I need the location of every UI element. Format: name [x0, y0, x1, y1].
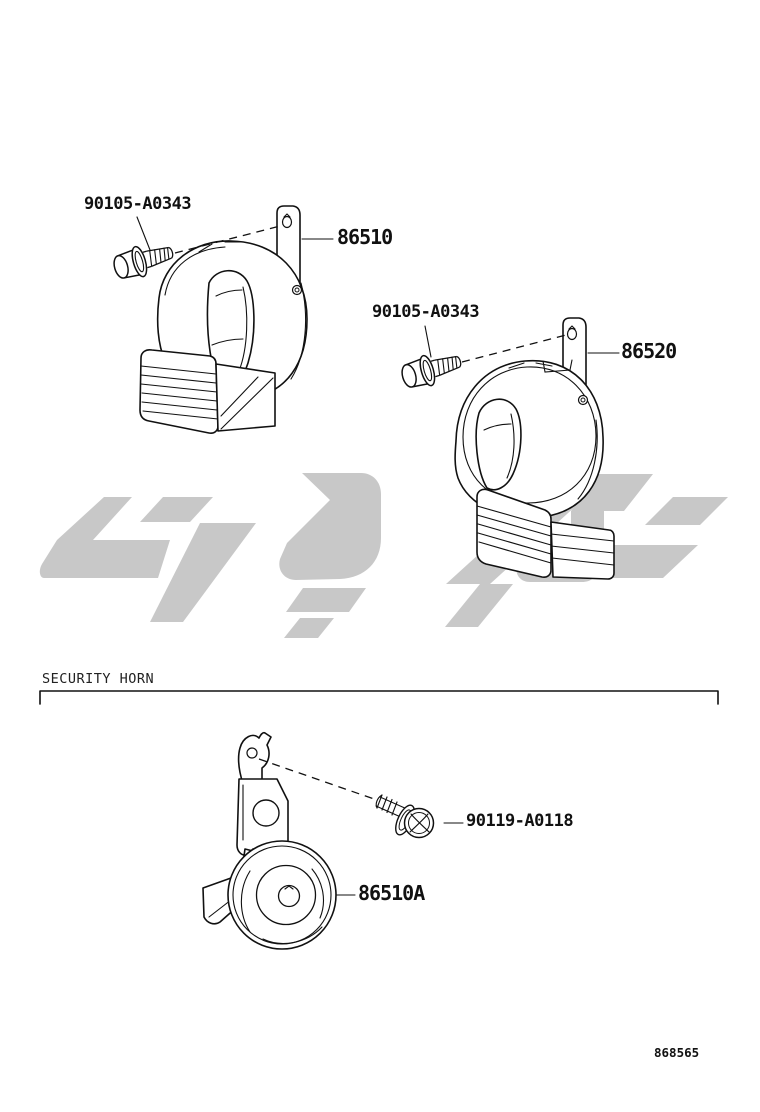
- horn-86520-drawing: [397, 317, 620, 580]
- section-title-security-horn: SECURITY HORN: [42, 671, 155, 687]
- assembly-line-86510: [174, 225, 281, 254]
- horn-86520-resonator: [476, 488, 615, 580]
- bolt-90105-drawing-2: [397, 345, 466, 394]
- leader-bolt1: [136, 216, 151, 251]
- assembly-line-86520: [461, 334, 567, 363]
- logo-watermark: [39, 473, 728, 638]
- bolt-number-label-90119[interactable]: 90119-A0118: [466, 811, 574, 831]
- security-horn-disc: [202, 840, 337, 950]
- bolt-number-label-90105-2[interactable]: 90105-A0343: [372, 302, 480, 322]
- bolt-number-label-90105-1[interactable]: 90105-A0343: [84, 194, 192, 214]
- horn-86510-drawing: [109, 205, 334, 434]
- part-number-label-86520[interactable]: 86520: [621, 339, 677, 363]
- section-divider-line: [39, 690, 719, 705]
- part-number-label-86510A[interactable]: 86510A: [358, 881, 425, 905]
- security-horn-drawing: [202, 731, 464, 950]
- security-horn-bracket: [236, 731, 289, 859]
- assembly-line-86510A: [258, 758, 375, 800]
- horn-86510-resonator: [139, 349, 276, 434]
- bolt-90119-drawing: [375, 794, 435, 839]
- leader-bolt2: [424, 325, 432, 358]
- page-number: 868565: [654, 1045, 700, 1060]
- part-number-label-86510[interactable]: 86510: [337, 225, 393, 249]
